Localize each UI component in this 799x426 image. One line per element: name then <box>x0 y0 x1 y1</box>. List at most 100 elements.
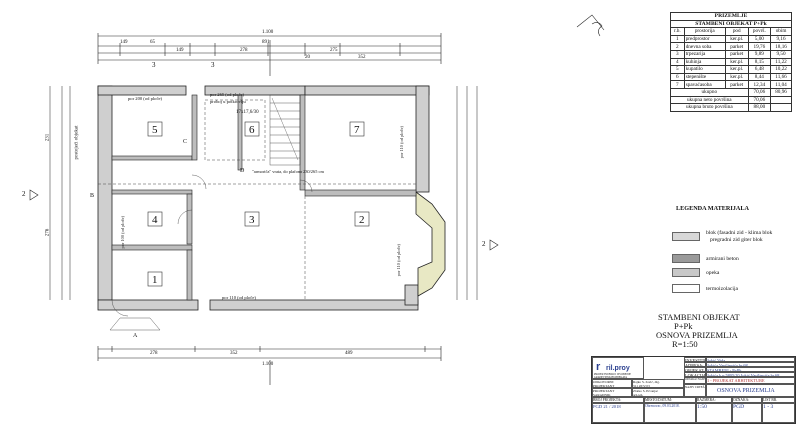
cell: 9,89 <box>747 49 772 59</box>
logo-text: ril.proy <box>606 365 630 372</box>
location-label: LOKACIJA: <box>684 372 706 377</box>
caption-line-3: OSNOVA PRIZEMLJA <box>656 330 738 340</box>
legend-label: armirani beton <box>706 255 739 262</box>
cell: trpezarija <box>683 49 726 59</box>
room-label-3: 3 <box>249 214 255 226</box>
dim-left-231: 231 <box>45 133 51 142</box>
legend-item-insulation: termoizolacija <box>672 284 738 293</box>
room-label-1: 1 <box>152 274 158 286</box>
gross-label: ukupna bruto površina <box>670 103 749 112</box>
cell: 9,50 <box>770 49 792 59</box>
table-header-row: r.b. prostorija pod površ. obim <box>670 27 792 36</box>
responsible-license: 311 2672 03 <box>633 384 650 388</box>
dim-top-149: 149 <box>120 40 128 45</box>
address-label: ADRESA: <box>684 362 706 367</box>
cell: 12,34 <box>747 80 772 89</box>
legend-item-brick: opeka <box>672 268 719 277</box>
date-label: MESTO/DATUM: <box>644 397 696 403</box>
table-title: PRIZEMLJE <box>670 12 792 21</box>
responsible-name: Rajko S. Zorić, dig. <box>633 380 660 384</box>
legend-swatch-insulation <box>672 284 700 293</box>
cell: 11,04 <box>770 80 792 89</box>
dim-top-891: 891 <box>262 40 270 45</box>
cell: 8,15 <box>747 57 772 67</box>
dim-top-65: 65 <box>150 40 155 45</box>
object-label: OBJEKAT: <box>684 367 706 372</box>
caption-line-4: R=1:50 <box>672 339 698 349</box>
cell: 11,22 <box>770 57 792 67</box>
total-perimeter: 80,96 <box>770 87 792 97</box>
firm-line-2: GRAĐEVINSKIH OBJEKATA <box>594 376 628 379</box>
title-block: r ril.proy PROJEKTNI BIRO I IZVOĐENJE GR… <box>591 356 796 424</box>
responsible-label: ODGOVORNI PROJEKTANT <box>592 379 632 388</box>
cell <box>770 103 792 112</box>
drawing-value: OSNOVA PRIZEMLJA <box>706 384 795 397</box>
cell: kuhinja <box>683 57 726 67</box>
section-mark-b: B <box>90 193 95 199</box>
caption-line-2: P+Pk <box>674 321 693 331</box>
cell: ker.pl. <box>724 57 749 67</box>
logo-mark: r <box>596 361 601 373</box>
cell: spavaćasoba <box>683 80 726 89</box>
table-subtitle: STAMBENI OBJEKAT P+Pk <box>670 19 792 29</box>
cell: 4 <box>670 57 685 67</box>
drawing-label: NAZIV CRTEŽA: <box>684 384 706 397</box>
section-mark-3-top2: 3 <box>211 61 215 69</box>
address-value: Jokića Vasiljevića br.68 <box>706 362 795 367</box>
note-por-265: por 265 (od ploče) <box>210 92 245 97</box>
cell: 3 <box>670 49 685 59</box>
designer-label: PROJEKTANT SARADNIK <box>592 388 632 397</box>
dim-left-276: 276 <box>45 228 51 237</box>
dim-top-total: 1.100 <box>262 30 274 35</box>
room-label-6: 6 <box>249 124 255 136</box>
cell: 10,22 <box>770 65 792 74</box>
cell: dnevna soba <box>683 42 726 51</box>
cell: parket <box>724 42 749 51</box>
note-por-200: por 200 (od ploče) <box>128 96 163 101</box>
dim-top-278: 278 <box>240 48 248 53</box>
legend-title: LEGENDA MATERIJALA <box>676 205 749 212</box>
cell: predprostor <box>683 34 726 44</box>
cell: ker.pl. <box>724 34 749 44</box>
section-mark-c: C <box>183 139 188 145</box>
dim-top-352: 352 <box>358 55 366 60</box>
legend-swatch-concrete <box>672 254 700 263</box>
cell: 9,16 <box>770 34 792 44</box>
note-door: "armoričа" vrata, do plafona 230/265 cm <box>252 169 324 174</box>
legend-item-concrete: armirani beton <box>672 254 739 263</box>
legend-label: termoizolacija <box>706 285 738 292</box>
dim-top-275: 275 <box>330 48 338 53</box>
col-header: površ. <box>747 27 772 36</box>
type-value: PGD <box>732 403 762 423</box>
part-label: OZNAKA I NAZIV DELA PROJEKTA: <box>684 377 706 384</box>
responsible-value: Rajko S. Zorić, dig. 311 2672 03 <box>632 379 684 388</box>
cell: 11,66 <box>770 72 792 82</box>
cell: 8,44 <box>747 72 772 82</box>
cell: 6,48 <box>747 65 772 74</box>
sheet-value: 1 - 3 <box>762 403 795 423</box>
note-por-100: por 100 (od ploče) <box>120 215 126 249</box>
cell: 2 <box>670 42 685 51</box>
legend-swatch-block <box>672 232 700 242</box>
room-label-7: 7 <box>354 124 360 136</box>
cell <box>770 95 792 105</box>
type-label: OZNAKA: <box>732 397 762 403</box>
cell: parket <box>724 49 749 59</box>
cell: 5,00 <box>747 34 772 44</box>
legend-label: blok (fasadni zid - klima blok pregradni… <box>706 230 772 244</box>
col-header: r.b. <box>670 27 685 36</box>
scale-value: 1:50 <box>696 403 732 423</box>
room-label-2: 2 <box>359 214 365 226</box>
designer-role: arh.teh. <box>633 393 644 397</box>
note-stairs: 17x17,6/30 <box>236 110 259 115</box>
investor-label: INVESTITOR: <box>684 357 706 362</box>
cell: parket <box>724 80 749 89</box>
